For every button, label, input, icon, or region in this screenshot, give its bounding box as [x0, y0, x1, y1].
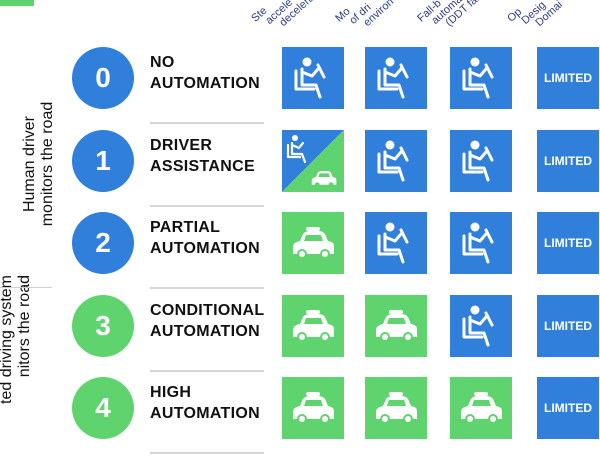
limited-badge: LIMITED: [537, 212, 599, 274]
human-driver-icon: [450, 212, 512, 274]
limited-badge: LIMITED: [537, 129, 599, 192]
level-number-badge: 4: [72, 377, 134, 439]
row-divider: [150, 452, 264, 454]
human-driver-icon: [450, 294, 512, 357]
group-separator: [0, 287, 52, 288]
human-driver-icon: [365, 212, 427, 274]
row-divider: [150, 122, 264, 124]
self-driving-car-icon: [450, 377, 512, 439]
level-number-badge: 0: [72, 47, 134, 109]
level-number-badge: 3: [72, 294, 134, 357]
level-number-badge: 1: [72, 129, 134, 192]
human-driver-icon: [282, 47, 344, 109]
self-driving-car-icon: [282, 377, 344, 439]
self-driving-car-icon: [365, 294, 427, 357]
row-divider: [150, 204, 264, 207]
self-driving-car-icon: [282, 212, 344, 274]
limited-badge: LIMITED: [537, 47, 599, 109]
top-left-tab: [0, 0, 34, 6]
human-driver-icon: [365, 129, 427, 192]
limited-badge: LIMITED: [537, 294, 599, 357]
self-driving-car-icon: [282, 294, 344, 357]
human-driver-icon: [365, 47, 427, 109]
human-driver-icon: [450, 129, 512, 192]
limited-badge: LIMITED: [537, 377, 599, 439]
level-number-badge: 2: [72, 212, 134, 274]
self-driving-car-icon: [365, 377, 427, 439]
row-divider: [150, 369, 264, 372]
row-divider: [150, 287, 264, 289]
human-driver-icon: [450, 47, 512, 109]
split-driver-car-icon: [282, 129, 344, 192]
